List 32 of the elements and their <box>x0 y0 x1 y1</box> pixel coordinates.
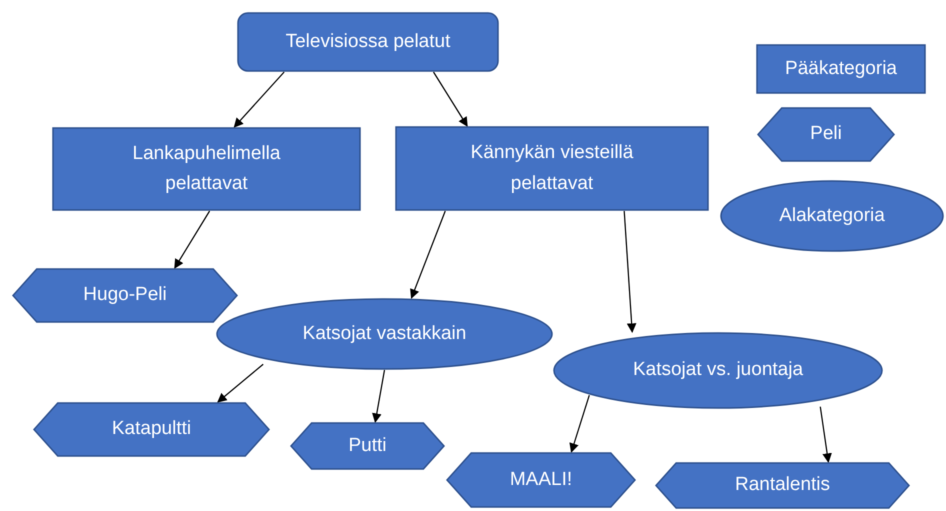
node-label: Hugo-Peli <box>82 283 168 308</box>
node-label: Pääkategoria <box>784 56 898 81</box>
node-label: Rantalentis <box>734 473 832 498</box>
arrow <box>820 406 832 463</box>
node-label: Putti <box>347 434 388 458</box>
category-box <box>52 127 361 211</box>
arrow <box>234 72 285 128</box>
game-hexagon <box>446 452 636 508</box>
category-box <box>237 12 499 72</box>
node-label: Katapultti <box>110 417 192 442</box>
node-label: Katsojat vastakkain <box>302 322 468 346</box>
node-label: Televisiossa pelatut <box>284 30 452 54</box>
game-hexagon <box>290 422 445 470</box>
node-label: Lankapuhelimella pelattavat <box>132 142 282 196</box>
category-box <box>395 126 709 211</box>
arrow <box>372 370 386 423</box>
subcategory-ellipse <box>216 298 553 370</box>
arrow <box>569 394 590 453</box>
arrow <box>410 210 446 299</box>
node-label: Peli <box>809 122 843 146</box>
game-hexagon <box>655 462 910 509</box>
node-label: Katsojat vs. juontaja <box>632 358 804 382</box>
node-label: MAALI! <box>508 468 574 492</box>
arrow <box>217 364 264 403</box>
game-hexagon <box>33 402 270 457</box>
node-label: Kännykän viesteillä pelattavat <box>470 141 634 196</box>
arrow <box>624 210 636 333</box>
game-hexagon <box>12 268 238 323</box>
arrow <box>174 210 210 269</box>
node-label: Alakategoria <box>778 204 886 228</box>
arrow <box>433 72 468 127</box>
subcategory-ellipse <box>553 332 883 409</box>
